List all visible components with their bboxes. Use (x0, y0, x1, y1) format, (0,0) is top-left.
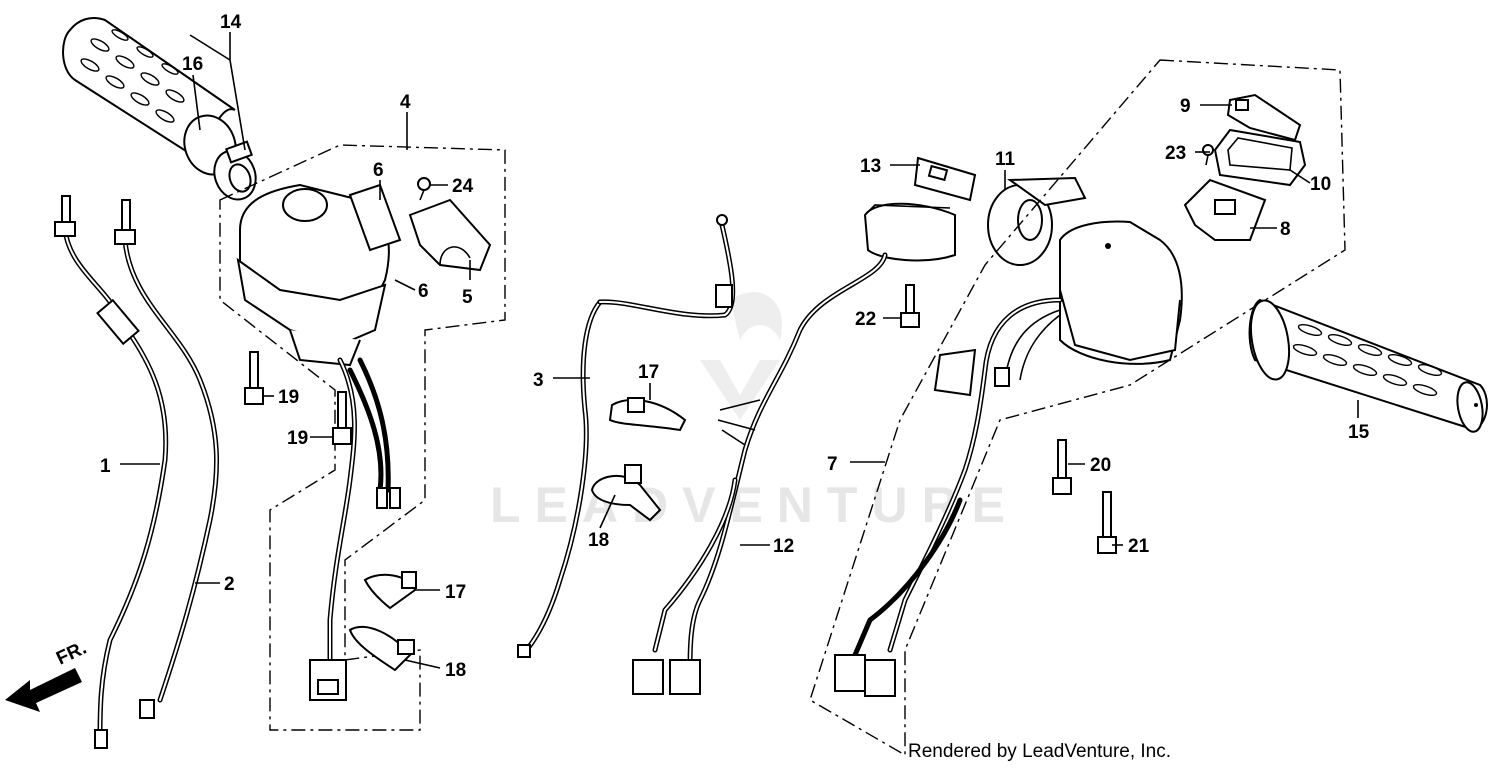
callout-14: 14 (220, 12, 242, 33)
callout-22: 22 (855, 309, 876, 330)
choke-cable-3 (517, 214, 736, 658)
band-17-left (363, 571, 417, 610)
bracket-8 (1183, 178, 1267, 241)
callout-21: 21 (1128, 536, 1150, 557)
plate-9 (1226, 93, 1302, 142)
gasket-10 (1213, 128, 1307, 187)
right-grip (1248, 298, 1488, 433)
callout-9: 9 (1180, 96, 1191, 117)
front-label: FR. (53, 638, 90, 670)
callout-18-middle: 18 (588, 530, 609, 551)
gasket-6 (348, 183, 402, 252)
callout-10: 10 (1310, 174, 1331, 195)
screw-24 (417, 177, 431, 201)
clip-18-left (348, 625, 415, 672)
callout-16: 16 (182, 54, 203, 75)
callout-19-upper: 19 (278, 387, 299, 408)
left-grip (62, 17, 257, 201)
screw-23 (1202, 144, 1214, 166)
throttle-cable-1 (54, 195, 169, 749)
callout-6-lower: 6 (418, 281, 429, 302)
clamp-5 (408, 198, 492, 272)
bolt-21 (1097, 491, 1117, 554)
watermark: LEADVENTURE (490, 292, 1005, 533)
callout-23: 23 (1165, 143, 1186, 164)
callout-6-upper: 6 (373, 160, 384, 181)
right-switch-housing (834, 220, 1183, 697)
callout-8: 8 (1280, 219, 1291, 240)
right-switch-group-outline (809, 59, 1346, 757)
callout-2: 2 (224, 574, 235, 595)
callout-1: 1 (100, 456, 111, 477)
callout-4: 4 (400, 92, 411, 113)
callout-15: 15 (1348, 422, 1370, 443)
callout-18-left: 18 (445, 660, 466, 681)
callout-5: 5 (462, 287, 473, 308)
callout-7: 7 (827, 454, 838, 475)
callout-11: 11 (995, 149, 1016, 170)
front-direction-arrow: FR. (5, 638, 90, 712)
callout-20: 20 (1090, 455, 1111, 476)
callout-24: 24 (452, 176, 474, 197)
bolt-19-upper (244, 351, 264, 405)
leader-lines (120, 32, 1359, 669)
callout-17-left: 17 (445, 582, 466, 603)
relay-cover-13 (913, 156, 977, 202)
bolt-22 (900, 284, 920, 328)
bolt-20 (1052, 439, 1072, 495)
bolt-19-lower (332, 391, 352, 445)
left-switch-housing (236, 183, 401, 701)
callout-12: 12 (773, 536, 794, 557)
wire-harness-12 (632, 202, 956, 695)
band-17-middle (608, 397, 687, 432)
callout-3: 3 (533, 370, 544, 391)
clip-18-middle (590, 464, 662, 522)
callouts: 1 2 3 4 5 6 6 7 8 9 10 11 12 13 14 15 16… (100, 12, 1370, 681)
throttle-cable-2 (114, 199, 220, 719)
credit-text: Rendered by LeadVenture, Inc. (908, 741, 1171, 762)
callout-13: 13 (860, 156, 881, 177)
callout-17-middle: 17 (638, 362, 659, 383)
callout-19-lower: 19 (287, 428, 308, 449)
